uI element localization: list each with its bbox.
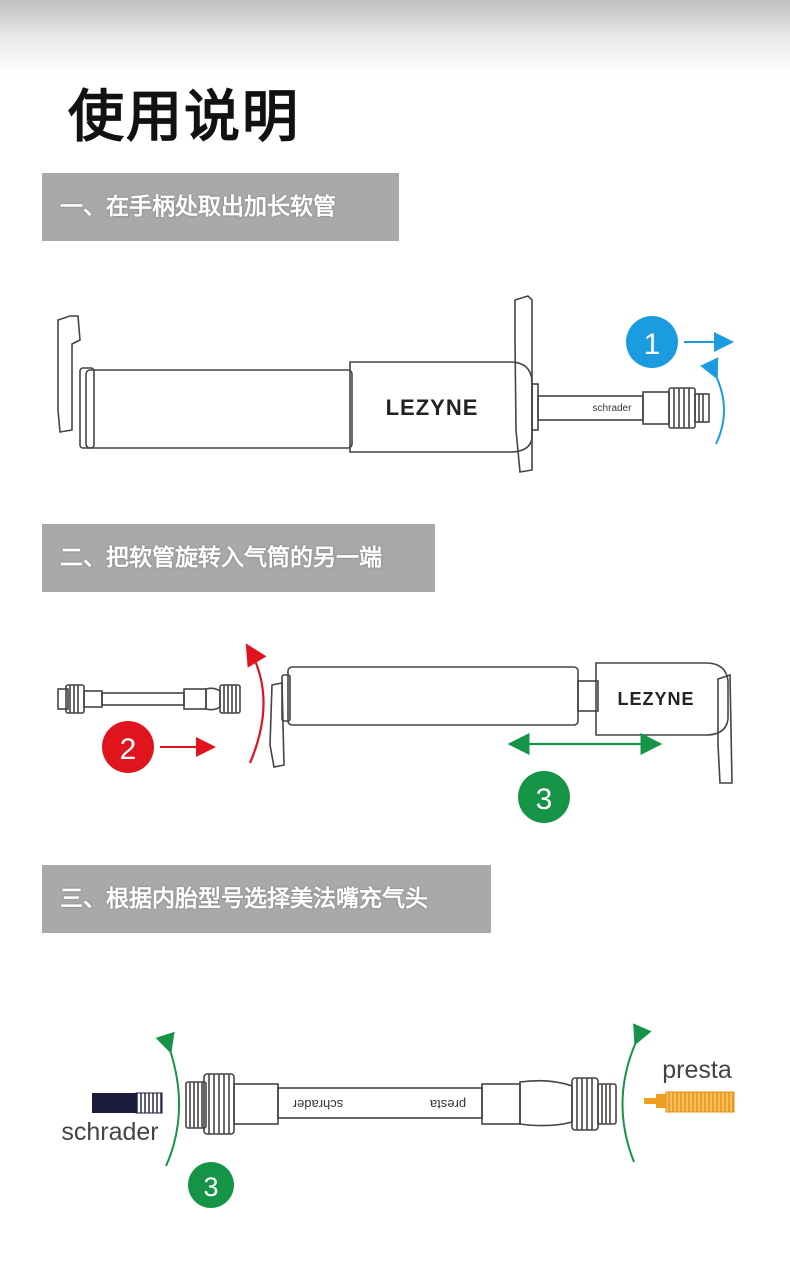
pump-1-brand: LEZYNE [386, 395, 479, 420]
badge-3-a-number: 3 [536, 783, 553, 816]
badge-2-number: 2 [120, 733, 137, 766]
badge-3-b-number: 3 [203, 1172, 218, 1202]
dual-hose [185, 1073, 617, 1135]
badge-1-number: 1 [644, 328, 661, 361]
badge-2 [102, 721, 154, 773]
pump-1-hose-label: schrader [593, 403, 633, 414]
step-3-diagram: schrader schrader presta presta 3 [61, 1023, 735, 1208]
pump-1 [57, 295, 710, 473]
presta-valve-icon [644, 1091, 735, 1113]
hose-label-presta: presta [429, 1097, 466, 1112]
top-shadow [0, 0, 790, 75]
pump-2 [269, 662, 733, 784]
step-2-banner: 二、把软管旋转入气筒的另一端 [42, 524, 435, 592]
step-1-banner: 一、在手柄处取出加长软管 [42, 173, 399, 241]
badge-1 [626, 316, 678, 368]
rotate-arrow-green-right [621, 1023, 652, 1163]
rotate-arrow-red [245, 643, 267, 764]
loose-hose [57, 684, 241, 714]
badge-3-b [188, 1162, 234, 1208]
badge-3-a [518, 771, 570, 823]
page-title: 使用说明 [68, 85, 300, 150]
schrader-label: schrader [61, 1118, 158, 1146]
schrader-valve-icon [92, 1092, 163, 1114]
step-2-diagram: 2 LEZYNE 3 [57, 643, 733, 823]
presta-label: presta [662, 1056, 732, 1084]
pump-2-brand: LEZYNE [617, 689, 694, 709]
hose-label-schrader: schrader [292, 1097, 343, 1112]
rotate-arrow-green-left [155, 1031, 181, 1167]
step-1-diagram: LEZYNE schrader 1 [57, 295, 734, 473]
rotate-arrow-blue [700, 357, 725, 445]
step-3-banner: 三、根据内胎型号选择美法嘴充气头 [42, 865, 491, 933]
